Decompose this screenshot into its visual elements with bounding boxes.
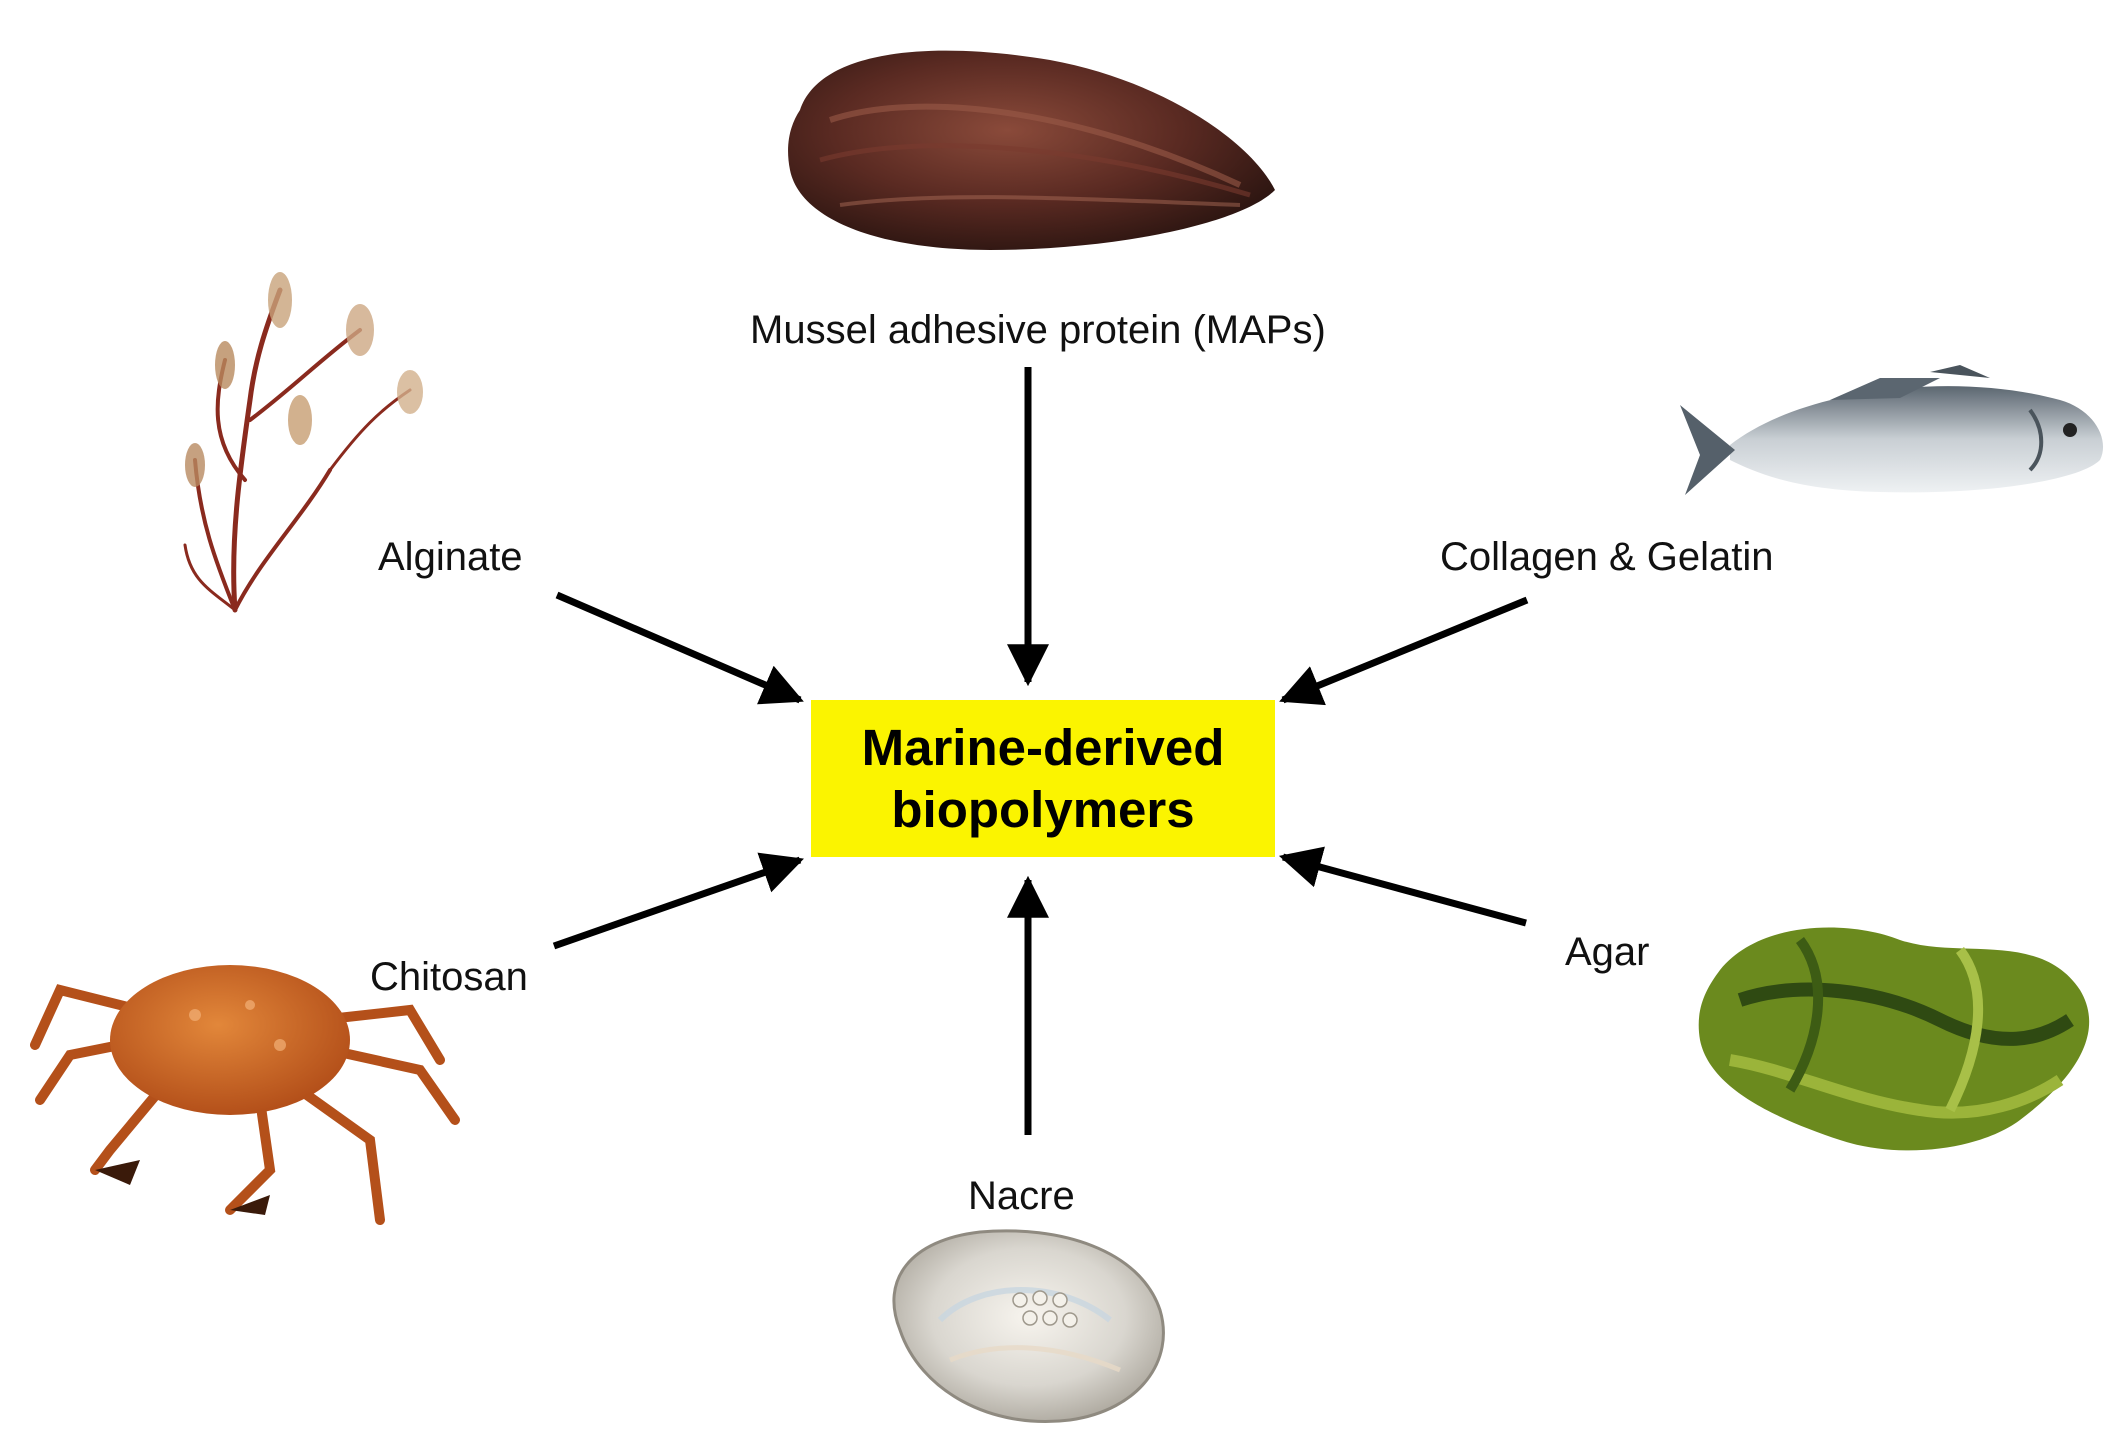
abalone-shell-icon xyxy=(892,1229,1165,1423)
mussel-shell-icon xyxy=(788,50,1275,251)
center-title-line2: biopolymers xyxy=(891,780,1195,838)
source-label-nacre: Nacre xyxy=(968,1174,1075,1218)
crab-icon xyxy=(30,965,460,1225)
arrow-collagen-to-center xyxy=(1279,596,1529,706)
fish-icon xyxy=(1680,365,2104,495)
source-label-chitosan: Chitosan xyxy=(370,955,528,999)
arrow-agar-to-center xyxy=(1278,846,1527,927)
green-seaweed-icon xyxy=(1698,927,2090,1151)
arrow-alginate-to-center xyxy=(555,591,804,705)
source-label-alginate: Alginate xyxy=(378,535,523,579)
center-box: Marine-derived biopolymers xyxy=(811,700,1275,857)
source-label-agar: Agar xyxy=(1565,930,1650,974)
source-label-maps: Mussel adhesive protein (MAPs) xyxy=(750,308,1326,352)
source-label-collagen: Collagen & Gelatin xyxy=(1440,535,1774,579)
brown-seaweed-icon xyxy=(183,272,423,613)
center-title-line1: Marine-derived xyxy=(861,719,1225,777)
arrow-chitosan-to-center xyxy=(552,852,804,950)
